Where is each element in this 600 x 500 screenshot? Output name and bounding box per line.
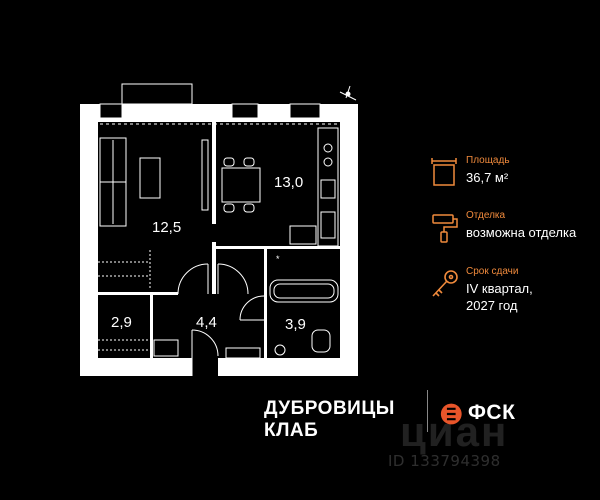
brand-divider [427,390,428,432]
info-delivery-title: Срок сдачи [466,266,519,277]
developer-logo-icon [440,403,462,425]
info-delivery-line2: 2027 год [466,298,518,313]
developer-name: ФСК [468,401,516,424]
room-area-kitchen: 13,0 [274,174,304,191]
compass-icon [339,85,357,101]
room-area-bathroom: 3,9 [285,316,306,333]
outer-walls [80,104,358,376]
brand-line2: КЛАБ [264,420,319,441]
area-icon [431,158,457,186]
room-area-storage: 2,9 [111,314,132,331]
info-delivery-line1: IV квартал, [466,281,533,296]
windows [99,83,321,119]
info-area-title: Площадь [466,155,510,166]
info-area-value: 36,7 м² [466,170,509,185]
info-delivery-value: IV квартал, 2027 год [466,280,533,314]
room-area-living: 12,5 [152,219,182,236]
svg-text:*: * [276,254,280,264]
wardrobe [98,250,151,351]
room-area-hall: 4,4 [196,314,217,331]
info-finish-title: Отделка [466,210,506,221]
brand-logo-text: ДУБРОВИЦЫ КЛАБ [264,398,395,442]
inner-walls [98,122,340,358]
dining-table [221,157,261,213]
watermark-id: ID 133794398 [388,452,501,470]
key-icon [432,270,458,297]
doors [177,263,265,376]
kitchen [317,127,339,247]
sofa [99,137,127,227]
brand-line1: ДУБРОВИЦЫ [264,398,395,419]
bathroom [269,279,339,356]
info-finish-value: возможна отделка [466,225,577,240]
paint-roller-icon [432,214,458,243]
